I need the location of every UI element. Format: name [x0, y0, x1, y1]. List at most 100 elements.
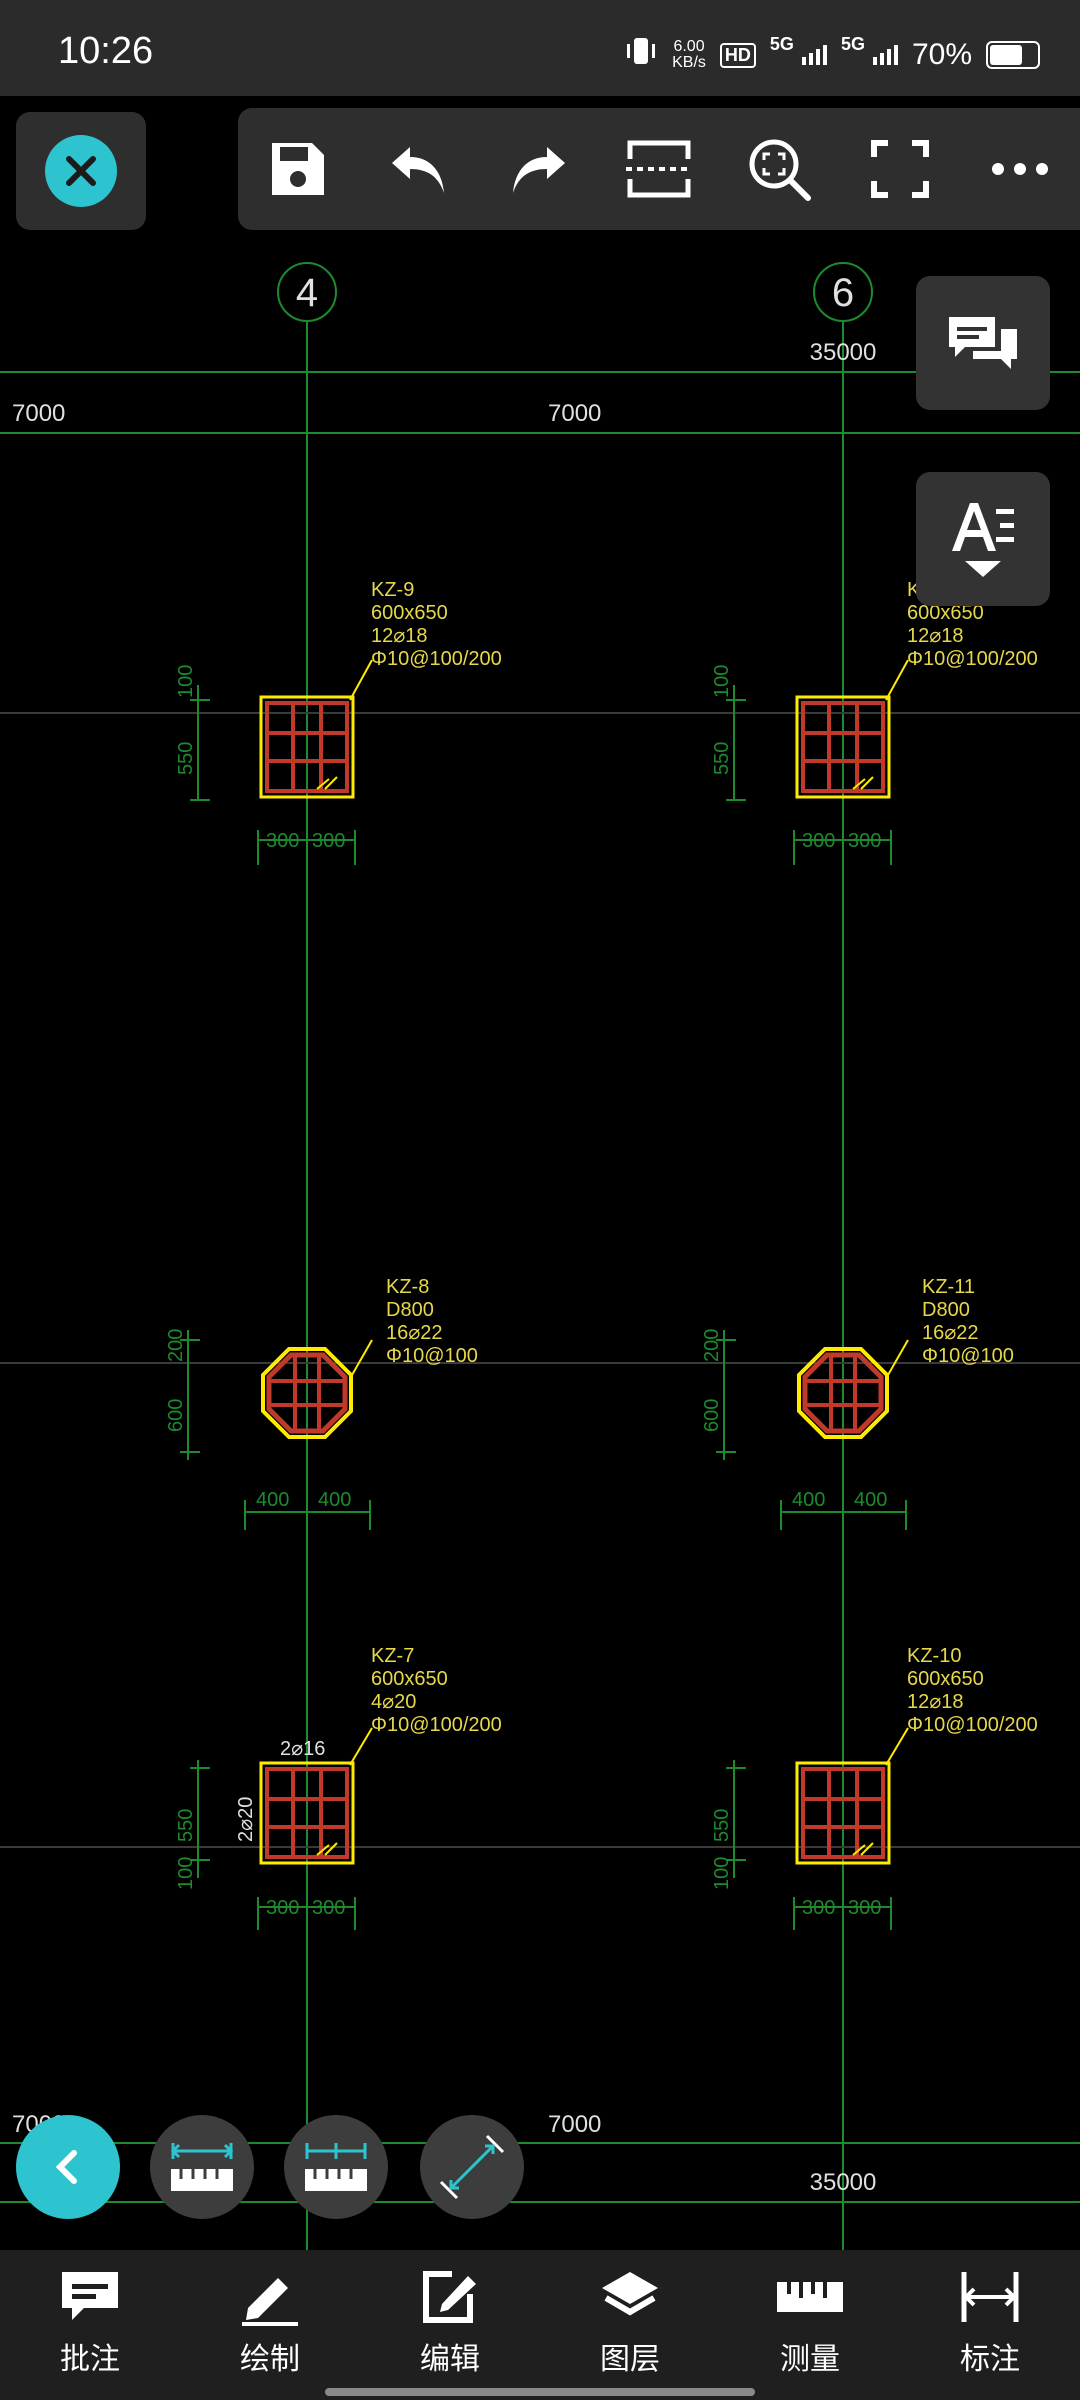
nav-layers[interactable]: 图层 — [540, 2250, 720, 2400]
comments-icon — [949, 317, 1017, 369]
dim-label: 300 — [312, 1897, 345, 1919]
close-button[interactable] — [16, 112, 146, 230]
scan-crop-button[interactable] — [619, 129, 699, 209]
nav-label: 图层 — [600, 2342, 660, 2377]
column-kz-top-right[interactable]: K 600x650 12⌀18 Φ10@100/200 100 550 300 … — [711, 579, 1038, 865]
continuous-measure-button[interactable] — [284, 2115, 388, 2219]
column-stirrup: Φ10@100/200 — [907, 1714, 1038, 1736]
layers-icon — [602, 2272, 658, 2316]
text-style-icon — [952, 503, 1014, 551]
nav-dimension[interactable]: 标注 — [900, 2250, 1080, 2400]
battery-percent: 70% — [911, 38, 972, 71]
column-name: KZ-10 — [907, 1645, 961, 1667]
dim-label: 600 — [165, 1399, 187, 1432]
column-rebar: 16⌀22 — [386, 1322, 443, 1344]
column-side-rebar-left: 2⌀20 — [235, 1797, 257, 1842]
dim-label: 300 — [848, 830, 881, 852]
status-icons: 6.00 KB/s HD 5G 5G 70% — [624, 34, 1040, 76]
collapse-tools-button[interactable] — [16, 2115, 120, 2219]
column-kz10[interactable]: KZ-10 600x650 12⌀18 Φ10@100/200 550 100 … — [711, 1645, 1038, 1930]
dim-span-left: 7000 — [12, 400, 65, 427]
nav-annotation[interactable]: 批注 — [0, 2250, 180, 2400]
dim-label: 200 — [701, 1329, 723, 1362]
linear-measure-button[interactable] — [150, 2115, 254, 2219]
net-speed: 6.00 KB/s — [672, 39, 706, 71]
column-kz7[interactable]: KZ-7 600x650 4⌀20 Φ10@100/200 2⌀16 2⌀20 … — [175, 1645, 502, 1930]
status-bar: 10:26 6.00 KB/s HD 5G 5G 70% — [0, 0, 1080, 96]
nav-label: 测量 — [780, 2342, 840, 2377]
column-size: D800 — [386, 1299, 434, 1321]
column-kz8[interactable]: KZ-8 D800 16⌀22 Φ10@100 200 600 400 400 — [165, 1276, 478, 1530]
axis-bubble-4: 4 — [277, 262, 337, 322]
crop-scan-icon — [625, 140, 692, 198]
dim-label: 100 — [711, 1857, 733, 1890]
column-size: 600x650 — [371, 1668, 448, 1690]
axis-bubble-6: 6 — [813, 262, 873, 322]
dim-label: 200 — [165, 1329, 187, 1362]
column-rebar: 16⌀22 — [922, 1322, 979, 1344]
column-stirrup: Φ10@100/200 — [907, 648, 1038, 670]
dim-label: 300 — [266, 1897, 299, 1919]
chevron-left-icon — [55, 2150, 77, 2184]
nav-measure[interactable]: 测量 — [720, 2250, 900, 2400]
column-size: 600x650 — [907, 602, 984, 624]
home-indicator[interactable] — [325, 2388, 755, 2396]
fullscreen-button[interactable] — [860, 129, 940, 209]
dim-label: 300 — [848, 1897, 881, 1919]
nav-draw[interactable]: 绘制 — [180, 2250, 360, 2400]
save-icon — [272, 143, 325, 195]
dim-label: 400 — [256, 1489, 289, 1511]
aligned-measure-button[interactable] — [420, 2115, 524, 2219]
nav-label: 批注 — [60, 2342, 120, 2377]
dim-label: 550 — [175, 742, 197, 775]
more-button[interactable] — [980, 129, 1060, 209]
hd-voice-icon: HD — [719, 42, 756, 68]
dropdown-arrow-icon — [965, 561, 1001, 577]
dim-label: 600 — [701, 1399, 723, 1432]
signal-icon — [801, 45, 827, 65]
column-rebar: 12⌀18 — [371, 625, 428, 647]
dim-label: 100 — [711, 665, 733, 698]
column-name: KZ-9 — [371, 579, 414, 601]
dim-label: 300 — [266, 830, 299, 852]
column-kz11[interactable]: KZ-11 D800 16⌀22 Φ10@100 200 600 400 400 — [701, 1276, 1014, 1530]
comments-button[interactable] — [916, 276, 1050, 410]
dimension-icon — [961, 2272, 1019, 2322]
column-stirrup: Φ10@100 — [386, 1345, 478, 1367]
undo-button[interactable] — [378, 129, 458, 209]
zoom-window-icon — [749, 139, 812, 201]
dim-label: 550 — [711, 1809, 733, 1842]
ruler-continuous-icon — [305, 2143, 367, 2191]
dim-label: 400 — [318, 1489, 351, 1511]
svg-text:4: 4 — [296, 271, 318, 315]
zoom-window-button[interactable] — [739, 129, 819, 209]
dim-label: 400 — [792, 1489, 825, 1511]
redo-button[interactable] — [499, 129, 579, 209]
column-side-rebar-top: 2⌀16 — [280, 1738, 325, 1760]
top-toolbar — [238, 108, 1080, 230]
column-name: KZ-11 — [922, 1276, 975, 1298]
net-speed-unit: KB/s — [672, 54, 706, 71]
fullscreen-icon — [870, 140, 929, 198]
more-icon — [991, 163, 1048, 175]
drawing-canvas[interactable]: 4 6 35000 7000 7000 7000 7000 35000 KZ-9… — [0, 96, 1080, 2250]
nav-edit[interactable]: 编辑 — [360, 2250, 540, 2400]
column-name: KZ-8 — [386, 1276, 429, 1298]
draw-icon — [242, 2278, 298, 2326]
sim1-network: 5G — [769, 34, 794, 54]
save-button[interactable] — [258, 129, 338, 209]
dim-label: 550 — [175, 1809, 197, 1842]
close-icon — [45, 135, 117, 207]
dim-label: 300 — [802, 830, 835, 852]
signal-icon — [872, 45, 898, 65]
measure-icon — [777, 2282, 843, 2312]
column-name: KZ-7 — [371, 1645, 414, 1667]
dim-label: 100 — [175, 1857, 197, 1890]
dim-label: 550 — [711, 742, 733, 775]
column-kz9[interactable]: KZ-9 600x650 12⌀18 Φ10@100/200 100 550 3… — [175, 579, 502, 865]
dim-label: 300 — [802, 1897, 835, 1919]
status-time: 10:26 — [58, 30, 154, 72]
column-stirrup: Φ10@100/200 — [371, 648, 502, 670]
dim-span-mid: 7000 — [548, 400, 601, 427]
text-style-button[interactable] — [916, 472, 1050, 606]
